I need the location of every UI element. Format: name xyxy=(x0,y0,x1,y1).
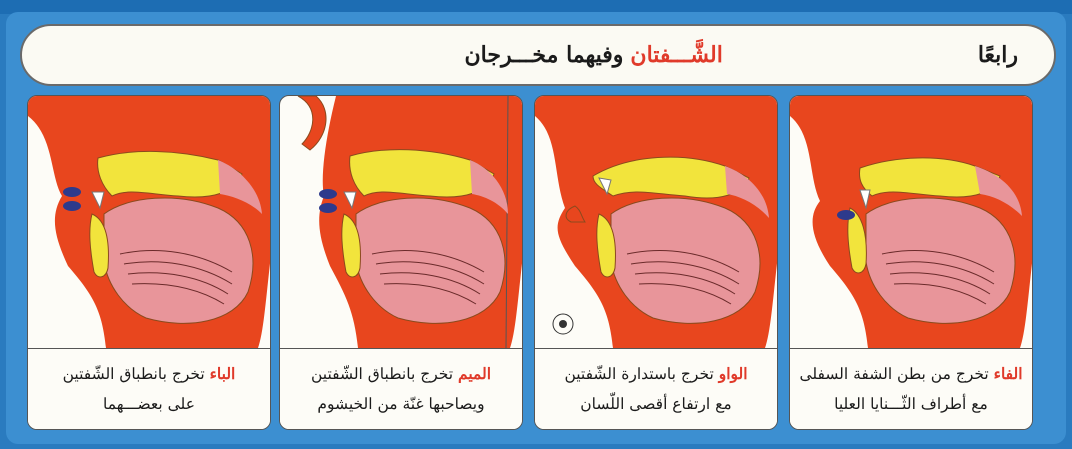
caption-waw: الواو تخرج باستدارة الشّفتين مع ارتفاع أ… xyxy=(535,348,777,430)
caption-meem-line2: ويصاحبها غنّة من الخيشوم xyxy=(280,389,522,419)
caption-waw-line1: الواو تخرج باستدارة الشّفتين xyxy=(535,359,777,389)
diagram-waw xyxy=(535,96,778,348)
diagram-baa xyxy=(28,96,271,348)
panel-baa: الباء تخرج بانطباق الشّفتين على بعضـــهم… xyxy=(27,95,271,430)
letter-meem: الميم xyxy=(458,364,491,383)
caption-waw-desc: تخرج باستدارة الشّفتين xyxy=(564,365,713,383)
caption-baa-desc: تخرج بانطباق الشّفتين xyxy=(63,365,205,383)
title-highlight: الشَّـــفتان xyxy=(630,42,722,68)
letter-baa: الباء xyxy=(210,364,236,383)
caption-faa-line2: مع أطراف الثّـــنايا العليا xyxy=(790,389,1032,419)
caption-meem-line1: الميم تخرج بانطباق الشّفتين xyxy=(280,359,522,389)
letter-waw: الواو xyxy=(719,364,748,383)
title-bar: رابعًا الشَّـــفتان وفيهما مخـــرجان xyxy=(20,24,1056,86)
caption-baa: الباء تخرج بانطباق الشّفتين على بعضـــهم… xyxy=(28,348,270,430)
panel-waw: الواو تخرج باستدارة الشّفتين مع ارتفاع أ… xyxy=(534,95,778,430)
caption-faa: الفاء تخرج من بطن الشفة السفلى مع أطراف … xyxy=(790,348,1032,430)
caption-meem-desc: تخرج بانطباق الشّفتين xyxy=(311,365,453,383)
caption-meem: الميم تخرج بانطباق الشّفتين ويصاحبها غنّ… xyxy=(280,348,522,430)
diagram-meem xyxy=(280,96,523,348)
section-ordinal: رابعًا xyxy=(978,42,1018,68)
caption-faa-desc: تخرج من بطن الشفة السفلى xyxy=(799,365,988,383)
title-rest: وفيهما مخـــرجان xyxy=(464,42,623,68)
caption-baa-line2: على بعضـــهما xyxy=(28,389,270,419)
panel-faa: الفاء تخرج من بطن الشفة السفلى مع أطراف … xyxy=(789,95,1033,430)
diagram-faa xyxy=(790,96,1033,348)
letter-faa: الفاء xyxy=(994,364,1023,383)
caption-baa-line1: الباء تخرج بانطباق الشّفتين xyxy=(28,359,270,389)
caption-faa-line1: الفاء تخرج من بطن الشفة السفلى xyxy=(790,359,1032,389)
caption-waw-line2: مع ارتفاع أقصى اللّسان xyxy=(535,389,777,419)
section-title: الشَّـــفتان وفيهما مخـــرجان xyxy=(464,42,722,68)
panel-meem: الميم تخرج بانطباق الشّفتين ويصاحبها غنّ… xyxy=(279,95,523,430)
